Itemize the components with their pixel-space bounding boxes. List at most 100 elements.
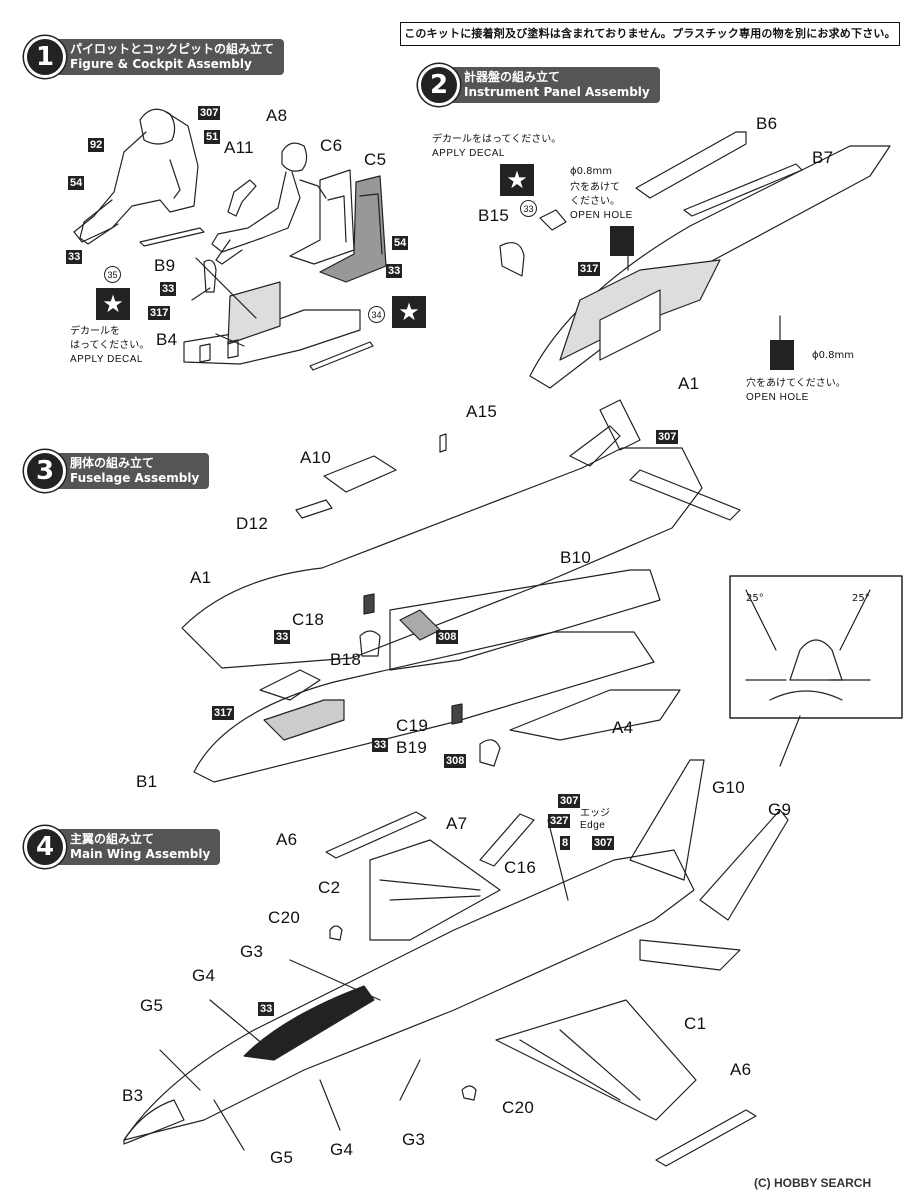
- angle-right: 25°: [852, 586, 870, 605]
- part-label: B3: [122, 1086, 144, 1105]
- part-label: C5: [364, 150, 387, 169]
- part-a15: [439, 433, 447, 453]
- step-title-en: Fuselage Assembly: [70, 471, 200, 485]
- part-label: G4: [330, 1140, 354, 1159]
- stick-b9: [203, 259, 217, 293]
- part-label: B6: [756, 114, 778, 133]
- decal-number: 35: [104, 266, 121, 283]
- part-label: C16: [504, 858, 537, 877]
- drill-hole-icon: [610, 226, 634, 256]
- hole-note-en: OPEN HOLE: [746, 392, 809, 403]
- angle-right-value: 25°: [852, 593, 870, 604]
- part-label: G4: [192, 966, 216, 985]
- part-label: G9: [768, 800, 792, 819]
- step-title-en: Main Wing Assembly: [70, 847, 211, 861]
- paint-code: 51: [204, 130, 221, 144]
- decal-note-ja-1: デカールを: [70, 326, 120, 337]
- hole-size: ϕ0.8mm: [812, 350, 854, 361]
- decal-strip-35: [139, 227, 205, 247]
- watermark: (C) HOBBY SEARCH: [754, 1176, 871, 1190]
- part-label: B1: [136, 772, 158, 791]
- step-number: 4: [24, 826, 66, 868]
- paint-code: 308: [444, 754, 467, 768]
- star-decal-icon: ★: [96, 288, 130, 320]
- step-title-ja: 胴体の組み立て: [70, 456, 155, 470]
- paint-code: 307: [592, 836, 615, 850]
- watermark-prefix: (C): [754, 1176, 771, 1190]
- hole-note-ja-1: 穴をあけて: [570, 182, 620, 193]
- part-label: B19: [396, 738, 428, 757]
- seat-in-fuselage: [259, 669, 321, 701]
- part-label: A10: [300, 448, 332, 467]
- part-label: B18: [330, 650, 362, 669]
- step-title-ja: 主翼の組み立て: [70, 832, 155, 846]
- decal-strip-34: [309, 341, 374, 371]
- hole-note-ja-2: ください。: [570, 196, 620, 207]
- step-title-en: Figure & Cockpit Assembly: [70, 57, 252, 71]
- step-number: 2: [418, 64, 460, 106]
- part-a7: [479, 813, 535, 867]
- paint-code: 308: [436, 630, 459, 644]
- decal-note-en: APPLY DECAL: [70, 354, 143, 365]
- drill-hole-icon: [770, 340, 794, 370]
- decal-number: 33: [520, 200, 537, 217]
- intake-a4: [509, 689, 681, 741]
- part-label: A1: [678, 374, 700, 393]
- decal-note-ja-2: はってください。: [70, 340, 150, 351]
- canopy-a10: [323, 455, 397, 493]
- part-label: B10: [560, 548, 592, 567]
- cockpit-tub-b4: [183, 309, 361, 365]
- watermark-text: HOBBY SEARCH: [774, 1176, 872, 1190]
- part-label: A1: [190, 568, 212, 587]
- part-label: G5: [140, 996, 164, 1015]
- part-label: B9: [154, 256, 176, 275]
- angle-left-value: 25°: [746, 593, 764, 604]
- part-label: C6: [320, 136, 343, 155]
- hole-note-ja: 穴をあけてください。: [746, 378, 846, 389]
- paint-code: 307: [558, 794, 581, 808]
- adhesive-notice: このキットに接着剤及び塗料は含まれておりません。プラスチック専用の物を別にお求め…: [400, 22, 900, 46]
- paint-code: 54: [392, 236, 409, 250]
- paint-code: 317: [212, 706, 235, 720]
- paint-code: 92: [88, 138, 105, 152]
- paint-code: 317: [148, 306, 171, 320]
- nose-cone-b3: [123, 1099, 185, 1145]
- edge-note-en: Edge: [580, 820, 606, 831]
- paint-code: 33: [66, 250, 83, 264]
- missile-a6-top: [325, 811, 427, 859]
- arm-part: [227, 179, 257, 217]
- part-label: A4: [612, 718, 634, 737]
- hole-note-en: OPEN HOLE: [570, 210, 633, 221]
- part-c18: [363, 593, 375, 615]
- star-decal-icon: ★: [392, 296, 426, 328]
- wing-c2: [369, 839, 501, 941]
- part-label: A6: [276, 830, 298, 849]
- paint-code: 8: [560, 836, 571, 850]
- tail-g10: [629, 759, 705, 881]
- hole-size: ϕ0.8mm: [570, 166, 612, 177]
- part-label: A7: [446, 814, 468, 833]
- decal-note-en: APPLY DECAL: [432, 148, 505, 159]
- paint-code: 33: [160, 282, 177, 296]
- part-label: C1: [684, 1014, 707, 1033]
- angle-inset-box: [729, 575, 903, 719]
- seat-c5: [319, 175, 387, 283]
- part-label: G10: [712, 778, 746, 797]
- panel-b15: [499, 242, 525, 277]
- seat-c6: [289, 169, 355, 265]
- angle-left: 25°: [746, 586, 764, 605]
- fuselage-a1-nose: [529, 145, 891, 389]
- fuselage-b10: [389, 569, 661, 671]
- paint-code: 327: [548, 814, 571, 828]
- part-label: A11: [224, 138, 254, 157]
- step-title-en: Instrument Panel Assembly: [464, 85, 650, 99]
- part-label: G3: [402, 1130, 426, 1149]
- part-label: B15: [478, 206, 510, 225]
- part-label: B7: [812, 148, 834, 167]
- step-title-ja: 計器盤の組み立て: [464, 70, 561, 84]
